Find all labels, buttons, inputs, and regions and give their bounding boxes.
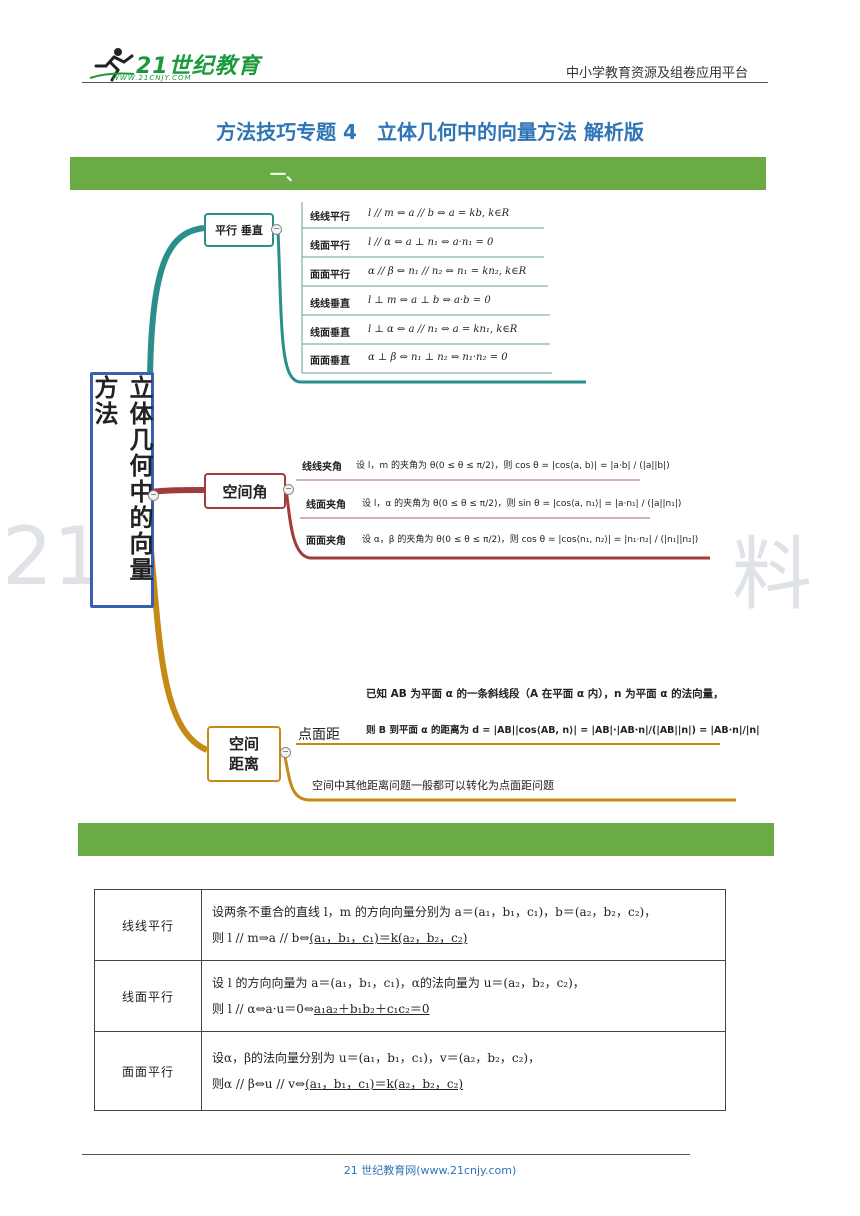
collapse-icon[interactable]: − [283, 484, 294, 495]
content-prefix: 则 l // α⇔a·u＝0⇔ [212, 1002, 314, 1016]
row-formula: l ⊥ m ⇔ a ⊥ b ⇔ a·b = 0 [368, 295, 491, 306]
header-divider [82, 82, 768, 83]
content-answer: (a₁，b₁，c₁)＝k(a₂，b₂，c₂) [305, 1077, 464, 1091]
mindmap-connectors [147, 202, 736, 802]
row-formula: 设 l，m 的夹角为 θ(0 ≤ θ ≤ π/2)，则 cos θ = |cos… [356, 461, 670, 471]
content-line: 设 l 的方向向量为 a＝(a₁，b₁，c₁)，α的法向量为 u＝(a₂，b₂，… [212, 976, 585, 990]
row-formula: l ⊥ α ⇔ a // n₁ ⇔ a = kn₁, k∈R [368, 324, 518, 335]
watermark-right: 料 [732, 528, 812, 621]
row-label: 面面垂直 [310, 356, 350, 367]
table-row: 线线平行 设两条不重合的直线 l，m 的方向向量分别为 a＝(a₁，b₁，c₁)… [94, 889, 726, 961]
page-title: 方法技巧专题 4 立体几何中的向量方法 解析版 [216, 120, 644, 144]
content-answer: a₁a₂＋b₁b₂＋c₁c₂＝0 [313, 1002, 430, 1016]
logo [88, 44, 268, 84]
table-cell-label: 线面平行 [94, 960, 202, 1032]
row-formula: α ⊥ β ⇔ n₁ ⊥ n₂ ⇔ n₁·n₂ = 0 [368, 352, 508, 363]
collapse-icon[interactable]: − [148, 490, 159, 501]
row-label: 线线平行 [310, 212, 350, 223]
row-formula: l // α ⇔ a ⊥ n₁ ⇔ a·n₁ = 0 [368, 237, 494, 248]
collapse-icon[interactable]: − [280, 747, 291, 758]
content-line: 设α，β的法向量分别为 u＝(a₁，b₁，c₁)，v＝(a₂，b₂，c₂)， [212, 1051, 541, 1065]
section-label: 一、 [270, 165, 303, 184]
table-cell-label: 面面平行 [94, 1031, 202, 1111]
content-prefix: 则 l // m⇒a // b⇔ [212, 931, 310, 945]
section-bar [78, 823, 774, 856]
section-bar [70, 157, 766, 190]
table-cell-label: 线线平行 [94, 889, 202, 961]
row-label: 面面平行 [310, 270, 350, 281]
logo-subtext: WWW.21CNJY.COM [112, 74, 192, 82]
row-label: 线线垂直 [310, 299, 350, 310]
table-cell-content: 设 l 的方向向量为 a＝(a₁，b₁，c₁)，α的法向量为 u＝(a₂，b₂，… [201, 960, 726, 1032]
collapse-icon[interactable]: − [271, 224, 282, 235]
distance-line-1: 已知 AB 为平面 α 的一条斜线段（A 在平面 α 内），n 为平面 α 的法… [366, 688, 724, 700]
node-space-angle: 空间角 [204, 473, 286, 509]
table-row: 面面平行 设α，β的法向量分别为 u＝(a₁，b₁，c₁)，v＝(a₂，b₂，c… [94, 1031, 726, 1111]
row-formula: 设 α，β 的夹角为 θ(0 ≤ θ ≤ π/2)，则 cos θ = |cos… [362, 535, 699, 545]
node-parallel-perpendicular: 平行 垂直 [204, 213, 274, 247]
distance-note: 空间中其他距离问题一般都可以转化为点面距问题 [312, 779, 554, 792]
footer-divider [82, 1154, 690, 1155]
parallel-table: 线线平行 设两条不重合的直线 l，m 的方向向量分别为 a＝(a₁，b₁，c₁)… [94, 889, 726, 1111]
content-line: 则 l // m⇒a // b⇔(a₁，b₁，c₁)＝k(a₂，b₂，c₂) [212, 925, 715, 951]
content-prefix: 则α // β⇔u // v⇔ [212, 1077, 306, 1091]
row-formula: α // β ⇔ n₁ // n₂ ⇔ n₁ = kn₂, k∈R [368, 266, 527, 277]
content-answer: (a₁，b₁，c₁)＝k(a₂，b₂，c₂) [309, 931, 468, 945]
node-space-distance: 空间 距离 [207, 726, 281, 782]
footer-link[interactable]: 21 世纪教育网(www.21cnjy.com) [343, 1164, 517, 1177]
table-cell-content: 设两条不重合的直线 l，m 的方向向量分别为 a＝(a₁，b₁，c₁)，b＝(a… [201, 889, 726, 961]
content-line: 则α // β⇔u // v⇔(a₁，b₁，c₁)＝k(a₂，b₂，c₂) [212, 1071, 715, 1097]
row-label: 线面夹角 [306, 500, 346, 511]
distance-line-2: 则 B 到平面 α 的距离为 d = |AB||cos⟨AB, n⟩| = |A… [366, 725, 760, 736]
content-line: 则 l // α⇔a·u＝0⇔a₁a₂＋b₁b₂＋c₁c₂＝0 [212, 996, 715, 1022]
table-row: 线面平行 设 l 的方向向量为 a＝(a₁，b₁，c₁)，α的法向量为 u＝(a… [94, 960, 726, 1032]
row-label: 面面夹角 [306, 536, 346, 547]
central-node-label: 立体几何中的向量方法 [90, 375, 153, 583]
runner-icon [89, 48, 135, 82]
table-cell-content: 设α，β的法向量分别为 u＝(a₁，b₁，c₁)，v＝(a₂，b₂，c₂)， 则… [201, 1031, 726, 1111]
point-plane-distance-label: 点面距 [298, 727, 340, 743]
watermark-left: 21 [2, 510, 104, 603]
row-formula: 设 l，α 的夹角为 θ(0 ≤ θ ≤ π/2)，则 sin θ = |cos… [362, 499, 682, 509]
row-label: 线线夹角 [302, 462, 342, 473]
row-label: 线面平行 [310, 241, 350, 252]
central-node: 立体几何中的向量方法 [90, 372, 154, 608]
row-formula: l // m ⇔ a // b ⇔ a = kb, k∈R [368, 208, 510, 219]
platform-name: 中小学教育资源及组卷应用平台 [565, 66, 748, 81]
content-line: 设两条不重合的直线 l，m 的方向向量分别为 a＝(a₁，b₁，c₁)，b＝(a… [212, 905, 657, 919]
logo-text: 21世纪教育 [136, 54, 261, 79]
row-label: 线面垂直 [310, 328, 350, 339]
